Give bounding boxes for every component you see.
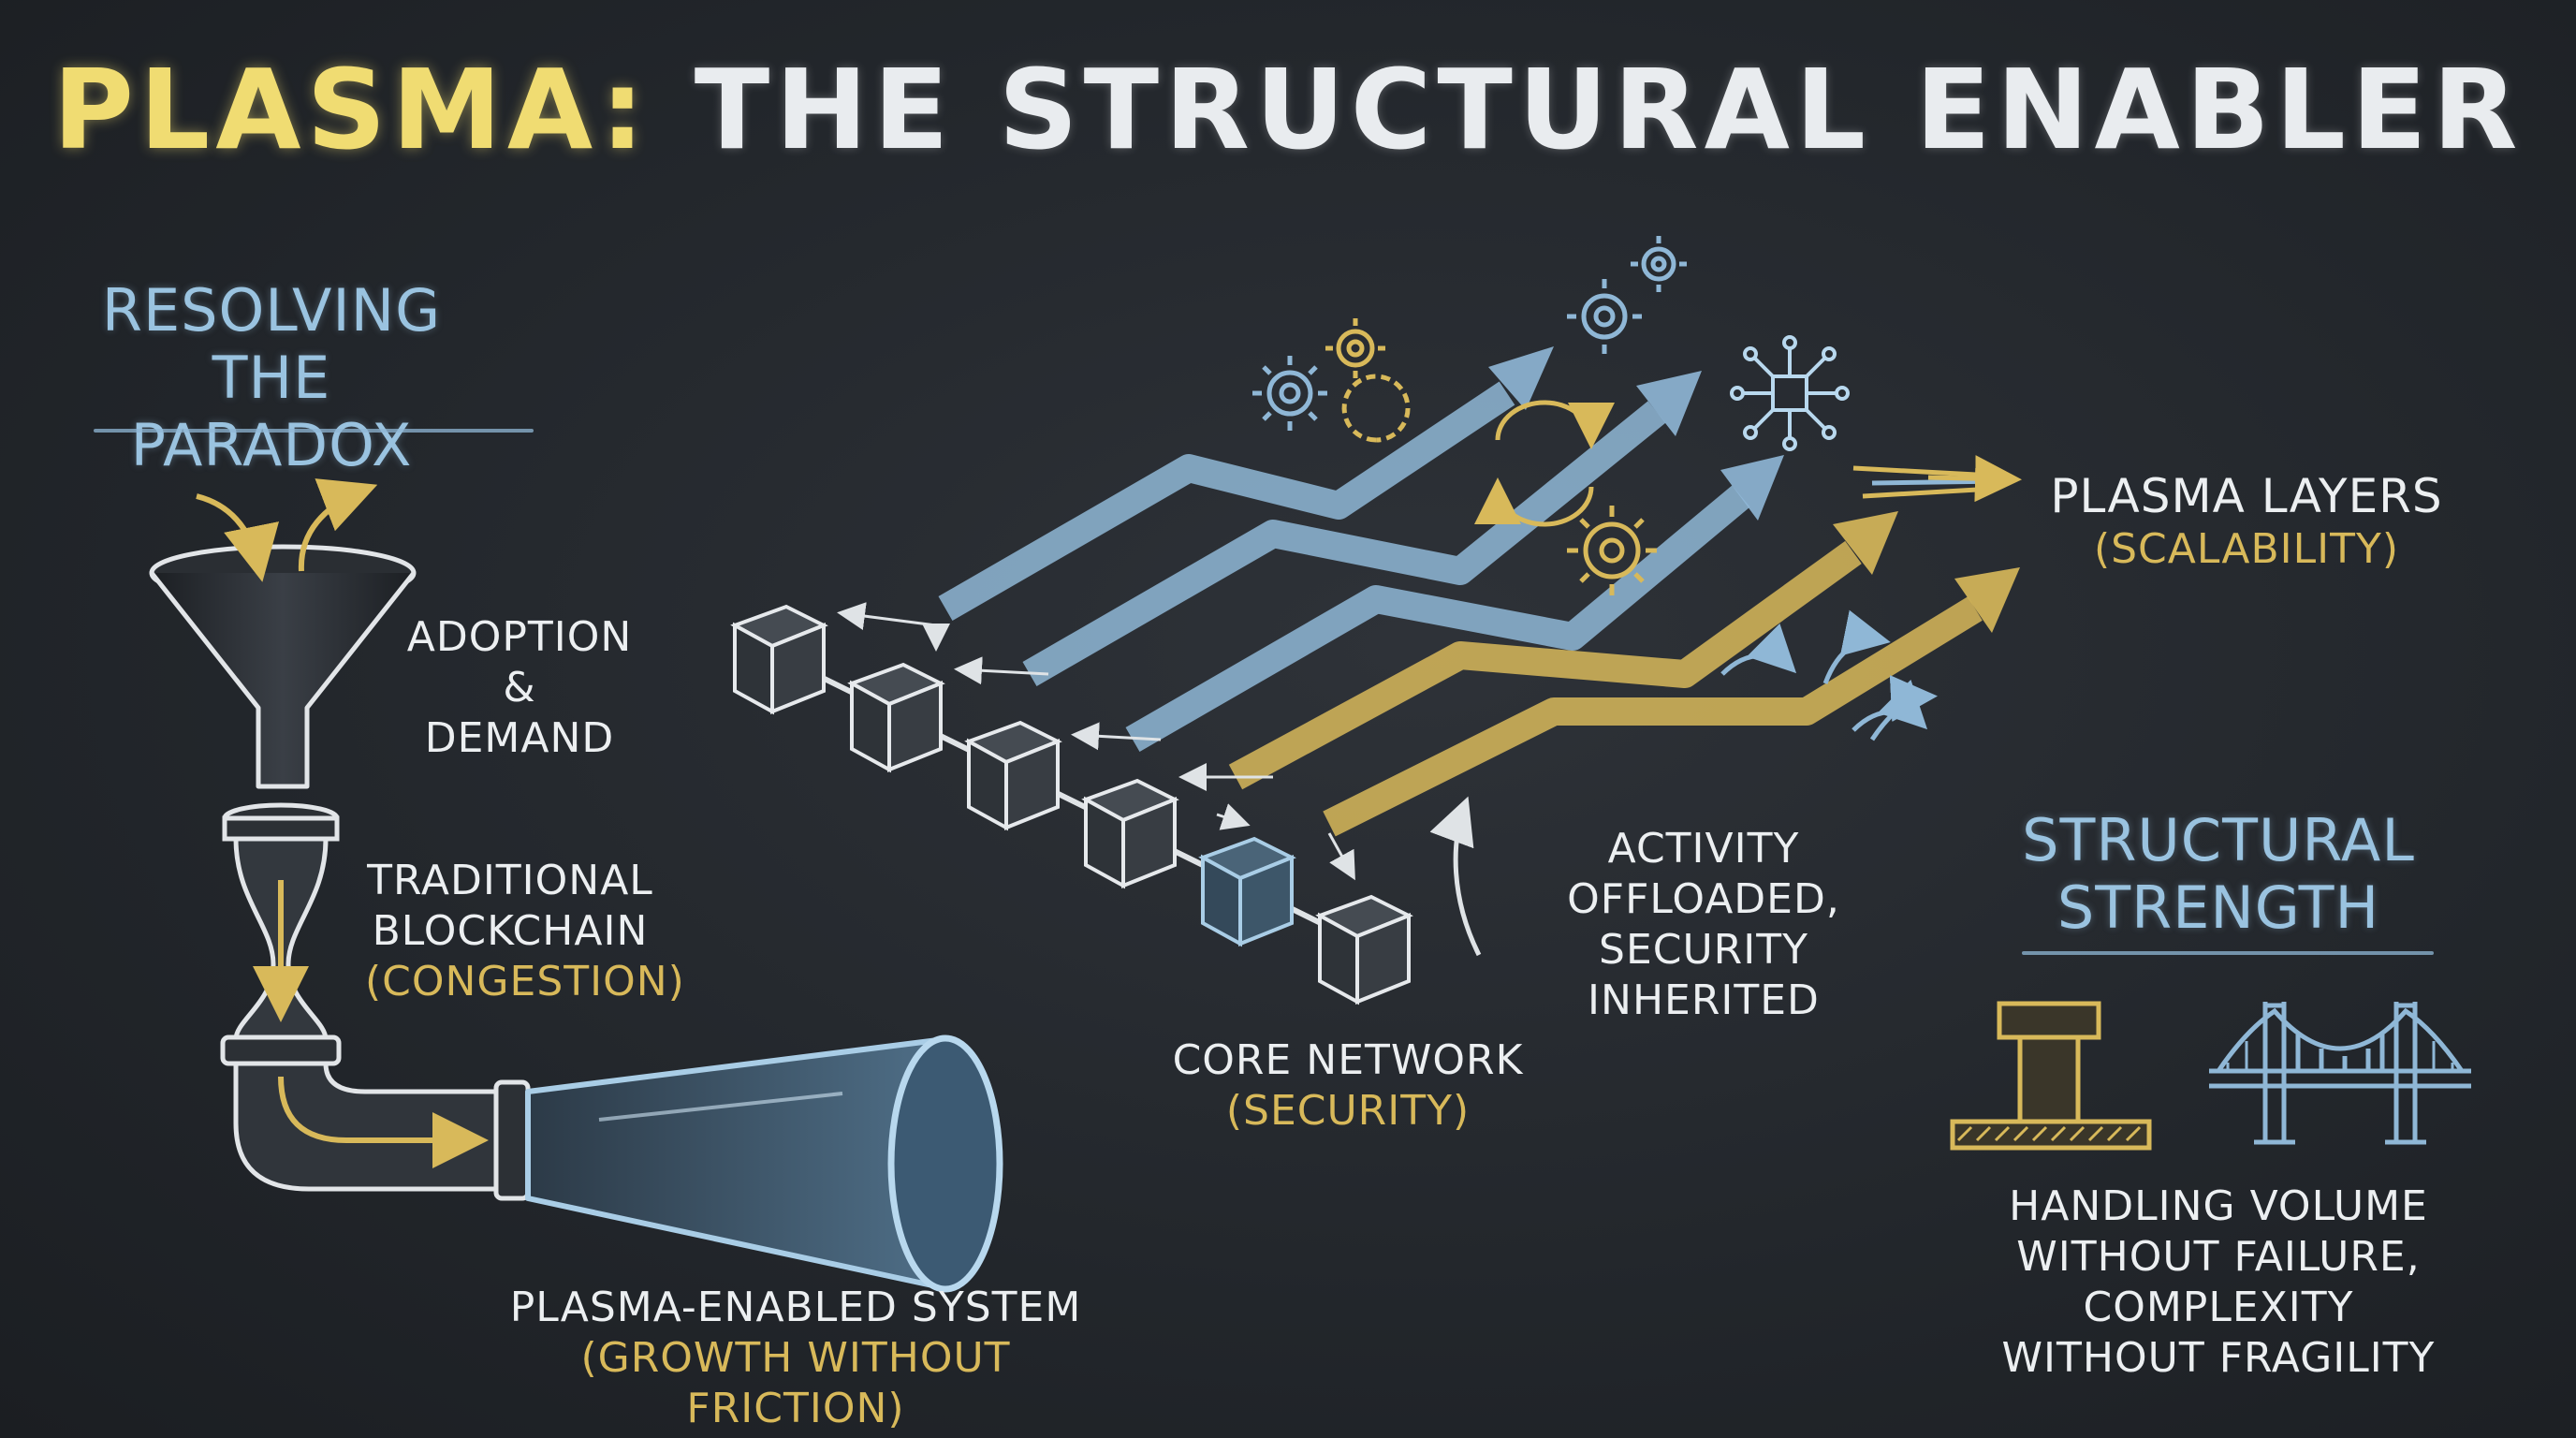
caption-line3: WITHOUT FRAGILITY xyxy=(2001,1334,2436,1382)
bridge-icon xyxy=(2209,1002,2471,1145)
page-title: PLASMA: THE STRUCTURAL ENABLER xyxy=(0,45,2576,174)
offload-line1: ACTIVITY OFFLOADED, xyxy=(1567,825,1840,923)
output-label-main: PLASMA-ENABLED SYSTEM xyxy=(509,1284,1082,1331)
funnel-label: ADOPTION & DEMAND xyxy=(402,612,637,764)
gear-icon xyxy=(1567,236,1687,354)
left-heading: RESOLVING THE PARADOX xyxy=(94,277,449,479)
bottleneck-label-line1: TRADITIONAL xyxy=(367,857,653,904)
layers-label-sub: (SCALABILITY) xyxy=(2093,525,2400,573)
block-cube xyxy=(730,604,828,715)
gear-icon xyxy=(1567,506,1657,595)
right-heading-line2: STRENGTH xyxy=(2056,873,2380,942)
plasma-layer-arrows xyxy=(938,346,1784,752)
funnel-label-line2: & DEMAND xyxy=(424,664,615,762)
bottleneck-sub: (CONGESTION) xyxy=(365,958,685,1005)
layers-label-main: PLASMA LAYERS xyxy=(2050,469,2443,523)
core-label-main: CORE NETWORK xyxy=(1172,1036,1524,1084)
flared-pipe-icon xyxy=(525,1034,1003,1293)
output-label: PLASMA-ENABLED SYSTEM (GROWTH WITHOUT FR… xyxy=(505,1283,1086,1434)
left-heading-line2: THE PARADOX xyxy=(130,344,413,479)
refresh-arrows-icon xyxy=(1474,400,1615,527)
left-heading-line1: RESOLVING xyxy=(101,276,442,345)
block-cube xyxy=(1315,894,1413,1005)
speed-lines-icon xyxy=(1852,455,2022,503)
small-flow-arrows xyxy=(1720,609,1938,741)
block-cube xyxy=(847,662,945,773)
bottleneck-label-line2: BLOCKCHAIN xyxy=(372,907,649,955)
block-cube xyxy=(1081,778,1179,889)
offload-line2: SECURITY INHERITED xyxy=(1588,926,1820,1024)
core-label-sub: (SECURITY) xyxy=(1225,1087,1471,1135)
right-heading-underline xyxy=(2022,951,2434,955)
right-heading: STRUCTURAL STRENGTH xyxy=(1975,807,2462,942)
network-hub-icon xyxy=(1730,335,1850,451)
funnel-icon xyxy=(149,478,417,789)
right-heading-line1: STRUCTURAL xyxy=(2022,806,2415,874)
block-cube xyxy=(964,720,1062,831)
left-heading-underline xyxy=(94,429,534,433)
core-network-chain xyxy=(730,602,1482,1005)
plasma-layer-arrows-gold xyxy=(1228,511,2020,837)
funnel-label-line1: ADOPTION xyxy=(406,613,633,661)
gear-icon xyxy=(1252,356,1327,431)
strength-caption: HANDLING VOLUME WITHOUT FAILURE, COMPLEX… xyxy=(1900,1181,2537,1384)
core-network-label: CORE NETWORK (SECURITY) xyxy=(1151,1035,1544,1137)
output-label-sub: (GROWTH WITHOUT FRICTION) xyxy=(580,1334,1011,1432)
hourglass-pipe-icon xyxy=(220,802,531,1201)
offload-label: ACTIVITY OFFLOADED, SECURITY INHERITED xyxy=(1488,824,1919,1026)
bottleneck-label: TRADITIONAL BLOCKCHAIN (CONGESTION) xyxy=(365,856,685,1007)
caption-line2: WITHOUT FAILURE, COMPLEXITY xyxy=(2016,1233,2421,1331)
pillar-icon xyxy=(1950,1001,2152,1151)
gear-icon xyxy=(1325,318,1411,443)
block-cube-highlight xyxy=(1198,836,1296,947)
title-accent: PLASMA: xyxy=(52,45,651,174)
title-rest: THE STRUCTURAL ENABLER xyxy=(694,45,2524,174)
plasma-layers-label: PLASMA LAYERS (SCALABILITY) xyxy=(2022,468,2471,575)
caption-line1: HANDLING VOLUME xyxy=(2009,1182,2428,1230)
